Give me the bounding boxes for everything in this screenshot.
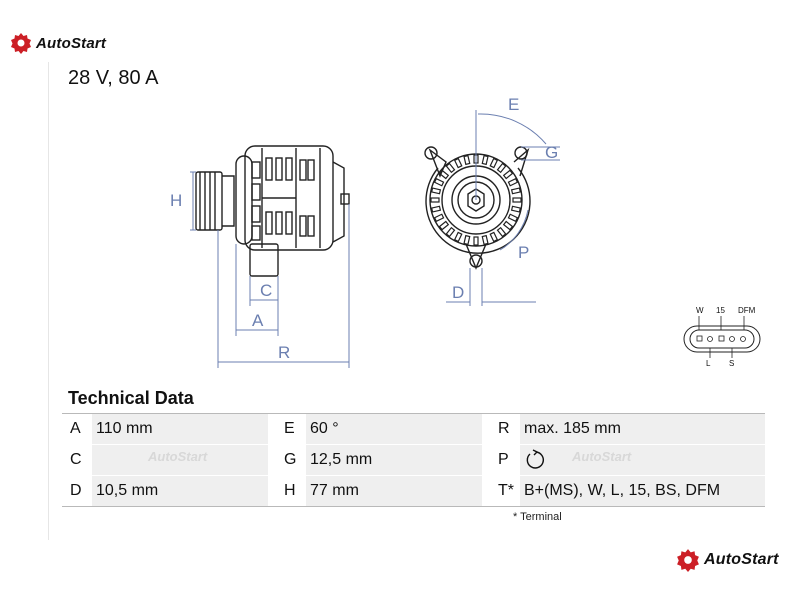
brand-name: AutoStart [36,34,107,52]
spec-key: G [276,444,306,476]
spec-key: R [490,413,520,445]
vent-slot [473,236,479,246]
table-row: A 110 mm E 60 ° R max. 185 mm [62,413,765,445]
gear-icon [11,33,31,54]
dimension-label-g: G [545,143,558,162]
vent-slot [481,154,489,166]
vent-slot [453,231,463,243]
watermark-text: AutoStart [148,449,208,464]
technical-data-title: Technical Data [68,388,194,408]
front-view-dimensions [446,110,560,306]
pin-label-w: W [696,306,704,315]
spec-value: 12,5 mm [306,444,482,476]
vent-slot [463,234,471,246]
vent-slot [496,162,507,174]
vent-slot [510,187,522,195]
brand-logo-top: AutoStart [10,32,106,54]
vent-slot [496,226,507,238]
vent-slot [430,197,440,203]
vent-slot [438,169,450,180]
vent-slot [433,213,445,223]
spec-value-rotation [520,444,765,476]
spec-key: D [62,475,92,507]
vent-slot [481,234,489,246]
vent-slot [507,177,519,187]
pin-label-s: S [729,359,734,368]
side-view-drawing [195,145,350,277]
left-margin-rule [48,62,49,540]
vent-slot [502,220,514,231]
terminal-footnote: * Terminal [513,511,562,523]
spec-key: E [276,413,306,445]
clockwise-rotation-icon [526,449,545,469]
dimension-label-r: R [278,343,290,362]
spec-value: max. 185 mm [520,413,765,445]
vent-slot [489,157,499,169]
dimension-label-c: C [260,281,272,300]
pin-label-l: L [706,359,711,368]
alternator-drawings: H C A R E G P D [170,95,560,368]
vent-slot [438,220,450,231]
spec-value: 77 mm [306,475,482,507]
vent-slot [463,154,471,166]
spec-value: B+(MS), W, L, 15, BS, DFM [520,475,765,507]
dimension-label-h: H [170,191,182,210]
spec-key: C [62,444,92,476]
spec-value: 10,5 mm [92,475,268,507]
dimension-label-p: P [518,243,529,262]
vent-slot [510,205,522,213]
spec-value: 60 ° [306,413,482,445]
dimension-label-d: D [452,283,464,302]
spec-key: P [490,444,520,476]
connector-pinout: W 15 DFM L S [683,306,761,368]
brand-name: AutoStart [704,551,779,568]
vent-slot [512,197,522,203]
table-row: D 10,5 mm H 77 mm T* B+(MS), W, L, 15, B… [62,475,765,507]
spec-key: H [276,475,306,507]
dimension-label-e: E [508,95,519,114]
gear-icon [677,549,699,572]
front-view-vent-slots [430,154,522,246]
vent-slot [489,231,499,243]
vent-slot [430,187,442,195]
brand-logo-bottom: AutoStart [676,548,779,572]
front-view-drawing [424,146,531,270]
side-view-dimensions [190,171,350,368]
spec-value: 110 mm [92,413,268,445]
vent-slot [453,157,463,169]
spec-title: 28 V, 80 A [68,67,159,89]
watermark-text: AutoStart [572,449,632,464]
dimension-label-a: A [252,311,264,330]
spec-key: T* [490,475,520,507]
vent-slot [507,213,519,223]
vent-slot [445,162,456,174]
pin-label-15: 15 [716,306,725,315]
vent-slot [433,177,445,187]
vent-slot [502,169,514,180]
technical-data-table: A 110 mm E 60 ° R max. 185 mm C G 12,5 m… [62,413,765,507]
vent-slot [445,226,456,238]
pin-label-dfm: DFM [738,306,756,315]
spec-key: A [62,413,92,445]
vent-slot [430,205,442,213]
spec-value [92,444,268,476]
table-row: C G 12,5 mm P [62,444,765,476]
